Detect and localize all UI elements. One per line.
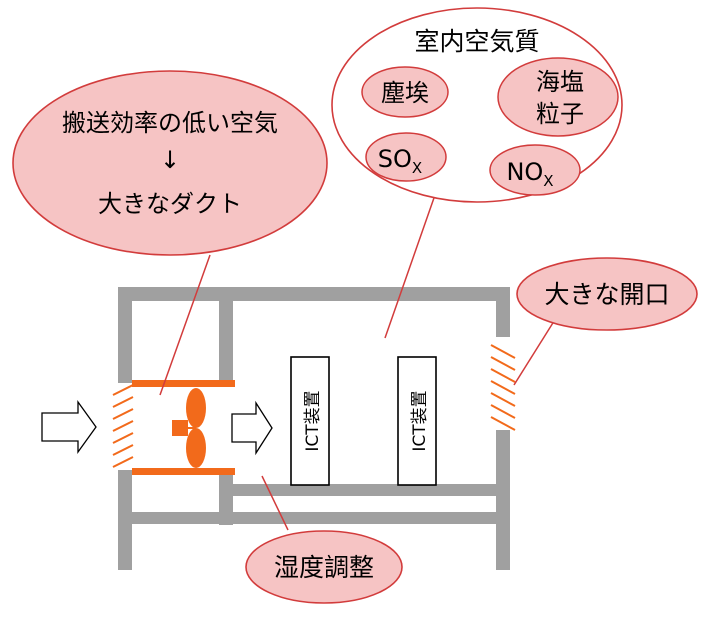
raised-floor-lower [118,512,510,524]
svg-text:NOX: NOX [506,158,553,190]
low-efficiency-arrow: ↓ [160,146,180,174]
low-efficiency-line2: 大きなダクト [98,190,242,218]
airflow-out-arrow-icon [231,400,273,456]
right-wall-upper [496,287,510,337]
low-efficiency-line1: 搬送効率の低い空気 [62,109,278,137]
fan-icon [172,388,206,468]
large-duct [132,380,235,475]
pollutant-sox: SOX [365,132,447,182]
pointer-low-efficiency [159,254,211,396]
ict-device: ICT装置 [397,356,437,486]
inner-partition-wall-lower [219,470,233,525]
low-efficiency-air-balloon: 搬送効率の低い空気 ↓ 大きなダクト [12,70,328,256]
duct-top-edge [132,380,235,387]
pollutant-nox: NOX [489,144,581,196]
building-structure [118,287,510,570]
svg-text:SOX: SOX [378,145,422,177]
opening-louver-icon [490,344,516,431]
inner-partition-wall [219,287,233,383]
indoor-air-title: 室内空気質 [414,27,539,56]
right-wall-lower [496,430,510,570]
roof-wall [118,287,510,301]
svg-text:海塩: 海塩 [536,68,584,96]
ict-device: ICT装置 [290,356,330,486]
duct-bottom-edge [132,468,235,475]
svg-text:粒子: 粒子 [536,100,584,128]
svg-text:塵埃: 塵埃 [381,79,429,107]
pollutant-sea-salt: 海塩 粒子 [497,57,619,137]
pointer-large-opening [513,317,557,386]
humidity-control-balloon: 湿度調整 [245,530,403,604]
pollutant-dust: 塵埃 [361,66,449,118]
pointer-indoor-air [384,194,436,339]
intake-louver-icon [112,384,134,468]
raised-floor-upper [219,484,510,496]
callout-pointers [159,194,557,531]
ict-device-label: ICT装置 [410,390,430,451]
humidity-label: 湿度調整 [274,553,374,582]
airflow-in-arrow-icon [41,399,97,455]
pointer-humidity [261,475,289,531]
left-wall-upper [118,287,132,383]
large-opening-label: 大きな開口 [544,280,669,309]
large-opening-balloon: 大きな開口 [516,257,698,331]
indoor-air-quality-balloon: 室内空気質 塵埃 海塩 粒子 SOX NOX [331,7,623,203]
ict-device-label: ICT装置 [303,390,323,451]
